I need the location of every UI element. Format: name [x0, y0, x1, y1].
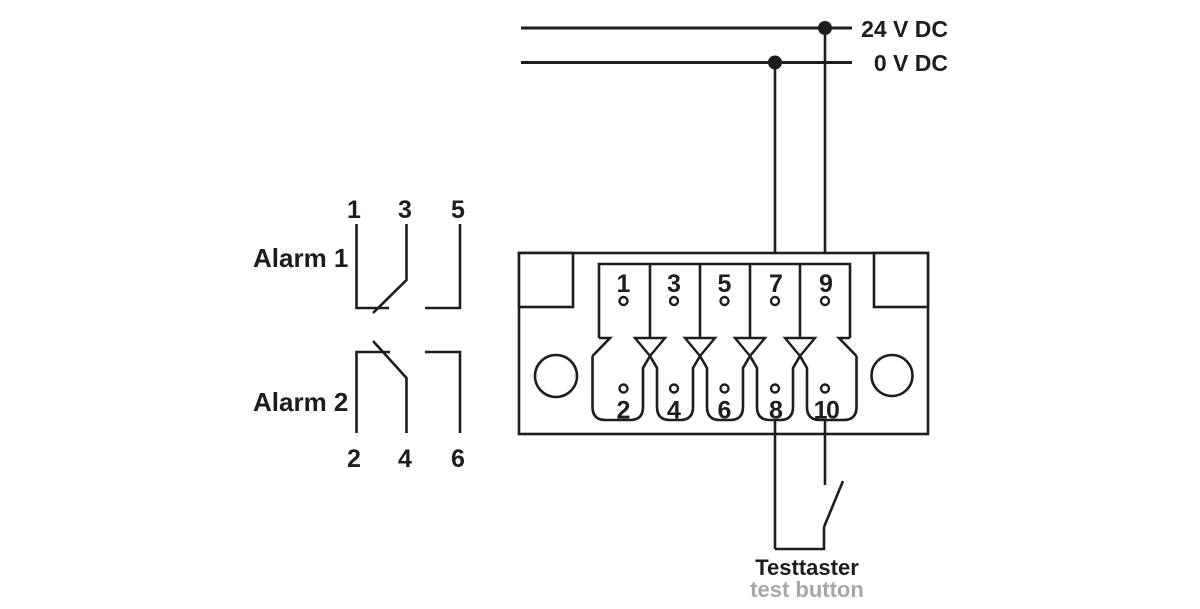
- insert-arrow-icon: [782, 336, 818, 358]
- terminal-2-lead: [355, 350, 390, 433]
- terminal-5-lead: [425, 224, 462, 310]
- clamp-pocket: [698, 355, 752, 422]
- alarm1-label: Alarm 1: [253, 243, 348, 273]
- terminal-number: 6: [451, 445, 465, 473]
- terminal-number: 1: [347, 196, 361, 224]
- test-button-label-de: Testtaster: [755, 555, 859, 580]
- terminal-1-lead: [355, 224, 389, 310]
- pin-number: 1: [617, 270, 631, 298]
- pin-number: 7: [769, 270, 783, 298]
- clamp-pocket: [798, 355, 858, 422]
- terminal-number: 3: [398, 196, 412, 224]
- mounting-hole-right: [870, 353, 914, 398]
- pin-number: 3: [667, 270, 681, 298]
- pin-hole: [719, 295, 730, 307]
- pin-hole: [618, 383, 629, 394]
- clamp-pocket: [648, 355, 702, 422]
- pin-hole: [819, 295, 831, 307]
- terminal-4-lead-blade: [372, 340, 408, 433]
- insert-arrow-icon: [732, 336, 768, 358]
- keying-notch-left: [517, 251, 575, 309]
- junction-dot-24v: [818, 21, 832, 35]
- edge-chamfer-right: [835, 336, 858, 357]
- alarm1-contact: Alarm 1 1 3 5: [253, 196, 465, 314]
- terminal-number: 2: [347, 445, 361, 473]
- pin-number: 8: [769, 397, 783, 425]
- rail-24v-label: 24 V DC: [861, 16, 948, 42]
- pin-hole: [769, 383, 781, 394]
- alarm2-contact: Alarm 2 2 4 6: [253, 340, 465, 473]
- connector-block: 1 3 5 7 9 2 4 6 8 10: [517, 251, 930, 436]
- keying-notch-right: [872, 251, 930, 309]
- terminal-6-lead: [425, 350, 462, 433]
- pin-number: 5: [718, 270, 732, 298]
- test-button-switch: Testtaster test button: [750, 420, 864, 602]
- pin-hole: [719, 383, 730, 394]
- insert-arrow-icon: [682, 336, 718, 358]
- alarm2-label: Alarm 2: [253, 387, 348, 417]
- chamber-frame: [597, 262, 852, 338]
- terminal-number: 5: [451, 196, 465, 224]
- rail-0v-label: 0 V DC: [874, 50, 948, 76]
- connector-outline: [517, 251, 930, 436]
- insert-arrow-icon: [632, 336, 668, 358]
- pin-number: 10: [814, 397, 839, 425]
- terminal-3-lead-blade: [372, 224, 408, 314]
- pin-number: 4: [667, 397, 681, 425]
- power-rails: 24 V DC 0 V DC: [521, 16, 948, 264]
- mounting-hole-left: [533, 353, 579, 399]
- pin-hole: [668, 295, 680, 307]
- test-button-label-en: test button: [750, 577, 864, 602]
- pin-hole: [668, 383, 680, 394]
- pin-number: 6: [718, 397, 732, 425]
- wire-switch-return: [775, 527, 826, 551]
- clamp-pocket: [591, 355, 652, 422]
- pin-number: 2: [617, 397, 631, 425]
- junction-dot-0v: [768, 55, 782, 70]
- edge-chamfer-left: [591, 336, 614, 357]
- pin-hole: [819, 383, 831, 394]
- terminal-number: 4: [398, 445, 412, 473]
- pin-hole: [769, 295, 781, 307]
- pin-number: 9: [819, 270, 833, 298]
- switch-blade: [822, 480, 845, 528]
- pin-hole: [618, 295, 629, 307]
